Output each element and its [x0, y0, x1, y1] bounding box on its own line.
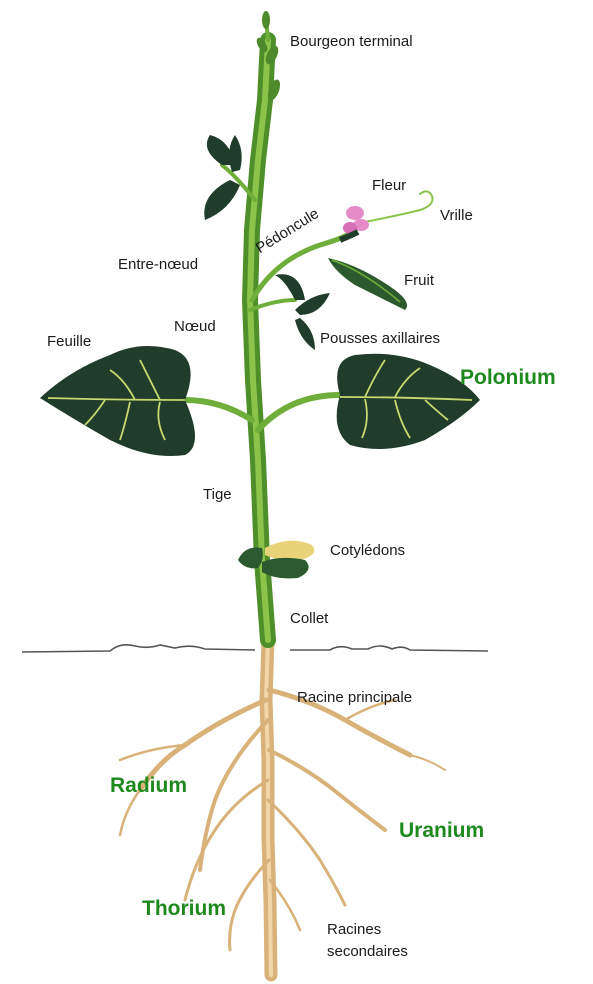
- overlay-uranium: Uranium: [399, 819, 484, 843]
- label-bourgeon-terminal: Bourgeon terminal: [290, 33, 413, 50]
- label-pousses-axillaires: Pousses axillaires: [320, 330, 440, 347]
- label-vrille: Vrille: [440, 207, 473, 224]
- overlay-thorium: Thorium: [142, 897, 226, 921]
- right-leaf: [337, 354, 480, 449]
- label-noeud: Nœud: [174, 318, 216, 335]
- label-racine-principale: Racine principale: [297, 689, 412, 706]
- ground-line: [22, 645, 488, 652]
- cotyledons: [238, 541, 314, 579]
- label-fleur: Fleur: [372, 177, 406, 194]
- fruit-pod: [328, 258, 407, 310]
- label-tige: Tige: [203, 486, 232, 503]
- overlay-polonium: Polonium: [460, 366, 556, 390]
- left-leaf: [40, 346, 195, 456]
- overlay-radium: Radium: [110, 774, 187, 798]
- label-racines-line2: secondaires: [327, 943, 408, 960]
- label-feuille: Feuille: [47, 333, 91, 350]
- label-fruit: Fruit: [404, 272, 434, 289]
- label-collet: Collet: [290, 610, 328, 627]
- label-cotyledons: Cotylédons: [330, 542, 405, 559]
- label-entre-noeud: Entre-nœud: [118, 256, 198, 273]
- label-racines-line1: Racines: [327, 921, 381, 938]
